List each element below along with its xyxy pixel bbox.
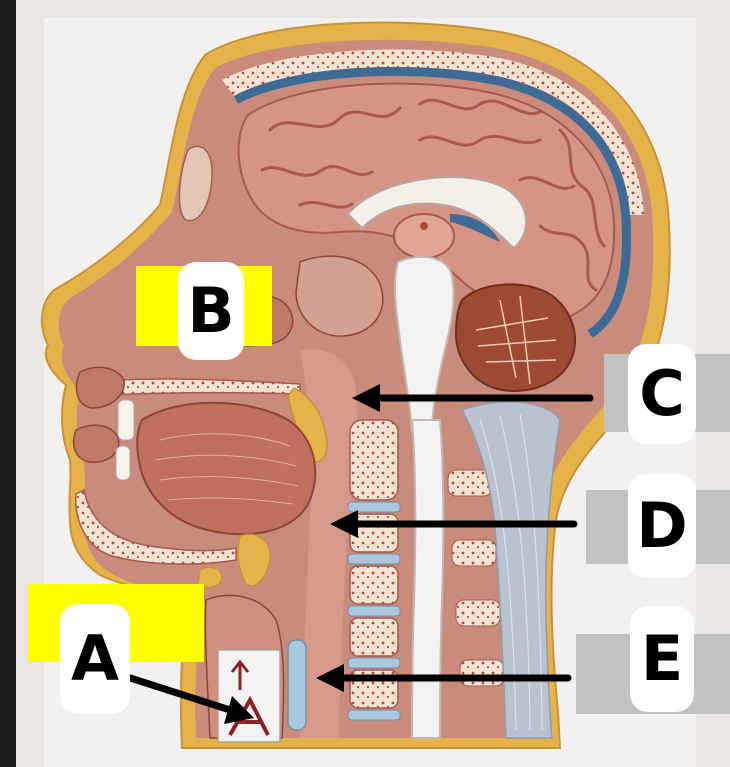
arrow-d <box>330 510 578 538</box>
frontal-sinus <box>178 145 213 222</box>
thalamus <box>393 213 455 259</box>
disc-2 <box>347 553 401 565</box>
sphenoid-region <box>295 255 384 337</box>
upper-lip <box>75 366 125 409</box>
label-a-text: A <box>71 622 119 695</box>
label-d-text: D <box>636 489 688 562</box>
arrow-e <box>316 664 572 692</box>
brain-gyri <box>260 98 606 292</box>
cerebellum <box>454 283 577 392</box>
label-tag-b: B <box>178 262 244 360</box>
arrow-c <box>352 384 594 412</box>
vertebra-c5 <box>349 617 399 657</box>
pineal-marker <box>420 222 428 230</box>
trachea-card-letter-glyph <box>228 695 270 736</box>
arrow-a <box>120 672 254 724</box>
spinous-process-4 <box>459 659 505 687</box>
disc-5 <box>347 709 401 721</box>
label-e-text: E <box>640 622 684 695</box>
disc-4 <box>347 657 401 669</box>
cerebellum-folia <box>475 295 557 385</box>
esophagus <box>287 639 307 731</box>
soft-palate <box>287 387 328 463</box>
corpus-callosum <box>346 176 528 250</box>
upper-incisor <box>117 399 135 441</box>
label-c-text: C <box>639 357 685 430</box>
trachea-card-arrow-glyph <box>230 659 250 690</box>
spinal-canal <box>410 419 445 739</box>
pointer-arrows <box>120 384 594 724</box>
trachea-card <box>217 649 281 743</box>
disc-3 <box>347 605 401 617</box>
label-b-text: B <box>187 274 235 347</box>
vertebra-c2 <box>349 419 399 501</box>
brainstem <box>393 255 455 433</box>
mandible <box>75 488 237 565</box>
disc-1 <box>347 501 401 513</box>
meninges-band <box>233 66 632 338</box>
skull-vault <box>222 49 644 215</box>
label-tag-e: E <box>630 606 694 712</box>
vertebra-c4 <box>349 565 399 605</box>
label-tag-d: D <box>628 474 696 578</box>
label-tag-c: C <box>628 344 696 444</box>
epiglottis <box>237 533 271 587</box>
spinous-process-2 <box>451 539 497 567</box>
lower-lip <box>72 424 120 463</box>
label-tag-a: A <box>60 604 130 714</box>
muscle-striations <box>479 413 543 731</box>
lower-incisor <box>115 445 131 481</box>
left-dark-bar <box>0 0 16 767</box>
lateral-ventricle <box>450 214 500 242</box>
spinous-process-3 <box>455 599 501 627</box>
nuchal-muscle <box>460 401 561 739</box>
tongue-fibers <box>155 433 299 505</box>
